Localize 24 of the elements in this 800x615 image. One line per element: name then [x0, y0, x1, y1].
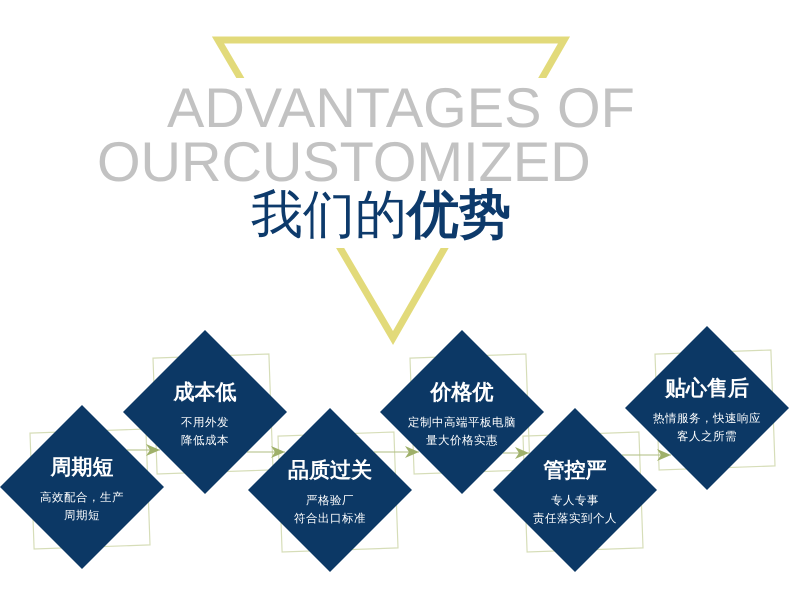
heading: 贴心售后: [664, 375, 750, 401]
description: 责任落实到个人: [532, 510, 618, 527]
heading: 管控严: [542, 457, 608, 483]
arrow: [502, 447, 530, 459]
description: 专人专事: [550, 492, 600, 509]
arrow: [126, 444, 160, 456]
heading: 周期短: [49, 454, 114, 480]
description: 高效配合，生产周期短: [39, 489, 125, 524]
description: 降低成本: [180, 432, 230, 449]
diamond: [625, 326, 789, 490]
diamond: [123, 330, 287, 494]
arrow: [374, 446, 420, 458]
diamond: [0, 405, 164, 569]
heading: 品质过关: [287, 457, 373, 483]
description: 不用外发: [180, 414, 230, 431]
description: 热情服务，快速响应客人之所需: [652, 410, 762, 445]
description: 定制中高端平板电脑: [407, 414, 517, 431]
heading: 成本低: [172, 379, 238, 405]
arrow: [622, 449, 672, 461]
description: 量大价格实惠: [425, 432, 499, 449]
arrow: [246, 446, 286, 458]
description: 符合出口标准: [293, 510, 367, 527]
description: 严格验厂: [305, 492, 355, 509]
heading: 价格优: [428, 379, 494, 405]
